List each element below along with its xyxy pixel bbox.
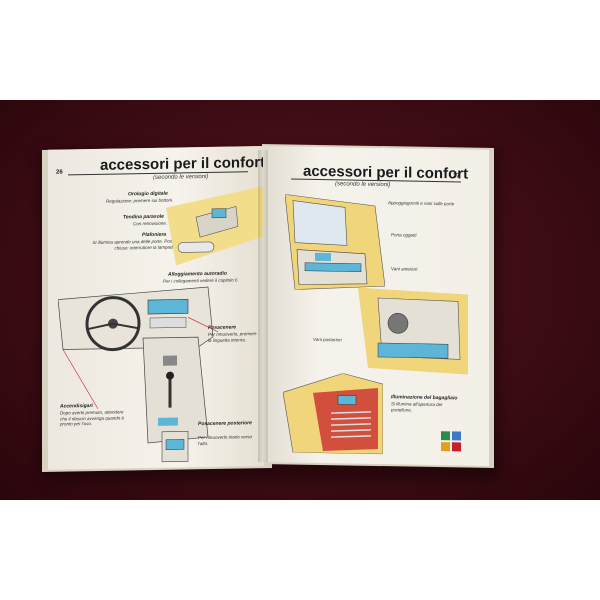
cigar-lighter-title: Accendisigari — [60, 402, 93, 410]
door-pocket-label: Porta oggetti — [391, 232, 417, 238]
book-gutter — [258, 150, 268, 462]
ashtray-title: Posacenere — [208, 324, 237, 331]
right-page-number: 27 — [453, 173, 460, 180]
clock-text: Regolazione: premere sui bottoni. — [106, 197, 174, 204]
ceiling-text: Si illumina aprendo una delle porte. Por… — [92, 238, 175, 251]
right-page: accessori per il confort 27 (secondo le … — [263, 146, 489, 466]
clock-title: Orologio digitale — [128, 190, 168, 198]
front-storage-label: Vani anteriori — [391, 266, 418, 272]
door-panel-illustration — [285, 194, 385, 290]
rear-ashtray-illustration — [161, 431, 189, 463]
boot-light-text: Si illumina all'apertura del portellone. — [391, 401, 443, 413]
sunvisor-text: Con retrovisione. — [133, 220, 168, 227]
ashtray-text: Per rimuoverlo, premere la linguetta int… — [208, 331, 257, 343]
boot-light-title: Illuminazione del bagagliaio — [391, 394, 458, 402]
rear-ashtray-text: Per rimuoverlo tirarlo verso l'alto. — [198, 434, 253, 446]
logo-icon — [441, 431, 461, 452]
left-page-subtitle: (secondo le versioni) — [153, 173, 209, 181]
armrest-label: Appoggiagomiti e vani sulle porte — [388, 200, 455, 207]
sunvisor-title: Tendina parasole — [123, 213, 164, 221]
rear-ashtray-title: Posacenere posteriore — [198, 420, 252, 428]
visor-mirror-illustration — [166, 186, 264, 266]
rear-storage-label: Vani posteriori — [313, 336, 342, 343]
dashboard-illustration — [58, 286, 218, 444]
rear-storage-illustration — [358, 287, 468, 375]
boot-light-illustration — [283, 373, 383, 455]
ceiling-title: Plafoniera — [142, 231, 167, 239]
right-page-subtitle: (secondo le versioni) — [335, 181, 391, 189]
left-page-number: 26 — [56, 169, 63, 176]
left-page: 26 accessori per il confort (secondo le … — [48, 146, 264, 470]
cigar-lighter-text: Dopo averlo premuto, attendere che il ri… — [60, 409, 125, 427]
